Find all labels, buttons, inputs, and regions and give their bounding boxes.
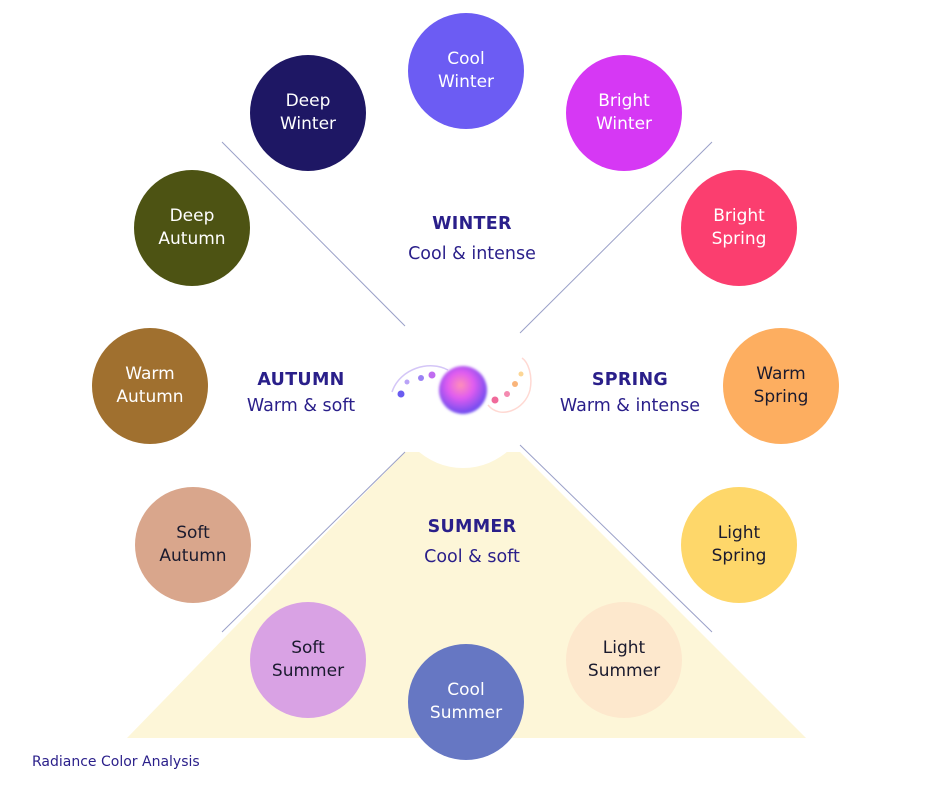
- palette-bright-spring-label: Bright Spring: [711, 206, 767, 249]
- palette-warm-spring-label: Warm Spring: [753, 364, 809, 407]
- season-summer-desc: Cool & soft: [424, 547, 520, 567]
- palette-light-spring: Light Spring: [681, 487, 797, 603]
- palette-cool-winter: Cool Winter: [408, 13, 524, 129]
- divider-line-bottom-left: [221, 451, 406, 633]
- divider-line-top-right: [519, 141, 713, 334]
- palette-warm-spring: Warm Spring: [723, 328, 839, 444]
- season-winter: WINTER Cool & intense: [372, 214, 572, 264]
- palette-cool-summer: Cool Summer: [408, 644, 524, 760]
- center-orb-logo: [391, 357, 532, 414]
- palette-soft-summer-label: Soft Summer: [271, 638, 345, 681]
- season-spring-name: SPRING: [591, 370, 669, 390]
- divider-line-top-left: [221, 141, 406, 327]
- palette-warm-autumn: Warm Autumn: [92, 328, 208, 444]
- palette-soft-autumn: Soft Autumn: [135, 487, 251, 603]
- brand-name: Radiance Color Analysis: [32, 754, 200, 770]
- season-autumn-name: AUTUMN: [257, 370, 345, 390]
- palette-cool-summer-label: Cool Summer: [429, 680, 503, 723]
- palette-soft-summer: Soft Summer: [250, 602, 366, 718]
- palette-deep-autumn: Deep Autumn: [134, 170, 250, 286]
- divider-line-bottom-right: [519, 444, 713, 633]
- season-winter-name: WINTER: [432, 214, 512, 234]
- palette-bright-winter: Bright Winter: [566, 55, 682, 171]
- palette-bright-winter-label: Bright Winter: [595, 91, 653, 134]
- season-summer: SUMMER Cool & soft: [372, 517, 572, 567]
- palette-warm-autumn-label: Warm Autumn: [116, 364, 184, 407]
- palette-light-summer: Light Summer: [566, 602, 682, 718]
- season-autumn-desc: Warm & soft: [246, 396, 356, 416]
- season-summer-name: SUMMER: [427, 517, 517, 537]
- season-autumn: AUTUMN Warm & soft: [218, 370, 384, 416]
- palette-light-spring-label: Light Spring: [711, 523, 767, 566]
- season-spring: SPRING Warm & intense: [548, 370, 712, 416]
- palette-cool-winter-label: Cool Winter: [437, 49, 495, 92]
- season-spring-desc: Warm & intense: [559, 396, 701, 416]
- palette-deep-winter: Deep Winter: [250, 55, 366, 171]
- season-winter-desc: Cool & intense: [408, 244, 536, 264]
- palette-light-summer-label: Light Summer: [587, 638, 661, 681]
- palette-deep-winter-label: Deep Winter: [279, 91, 337, 134]
- palette-soft-autumn-label: Soft Autumn: [159, 523, 227, 566]
- palette-bright-spring: Bright Spring: [681, 170, 797, 286]
- palette-deep-autumn-label: Deep Autumn: [158, 206, 226, 249]
